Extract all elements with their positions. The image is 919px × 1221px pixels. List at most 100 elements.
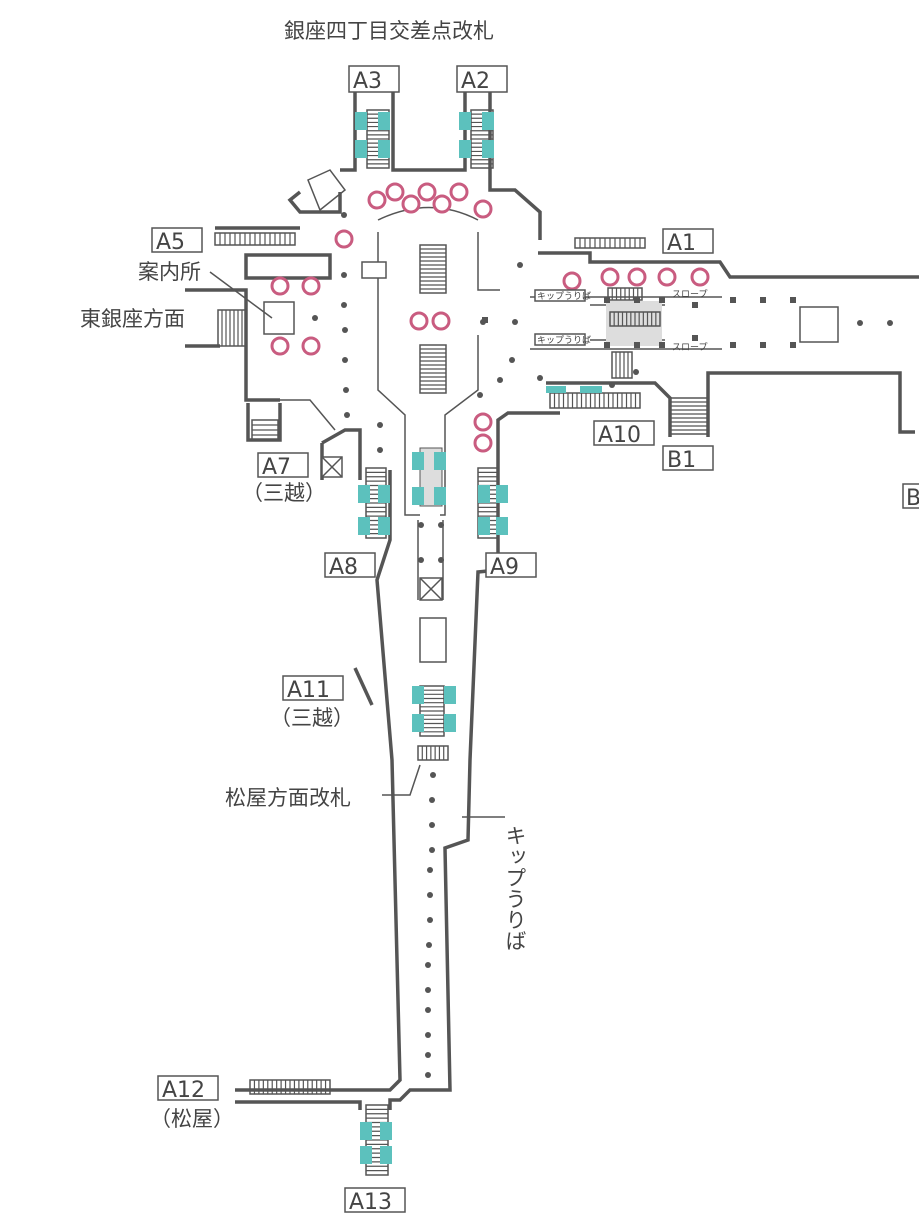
- note-matsuya: （松屋）: [150, 1107, 234, 1131]
- escalator-mark: [434, 487, 446, 505]
- guide-dot: [312, 315, 318, 321]
- svg-text:A10: A10: [598, 423, 641, 448]
- guide-dot: [427, 867, 433, 873]
- escalator-mark: [358, 485, 370, 503]
- guide-dot: [438, 522, 444, 528]
- pillar-square: [692, 302, 698, 308]
- pillar-ring: [417, 182, 437, 202]
- svg-text:A8: A8: [329, 555, 358, 580]
- exit-A5[interactable]: A5: [151, 227, 203, 255]
- guide-dot: [429, 847, 435, 853]
- pillar-ring: [409, 311, 429, 331]
- guide-dot: [517, 262, 523, 268]
- guide-dot: [425, 987, 431, 993]
- pillar-square: [482, 317, 488, 323]
- exit-A12[interactable]: A12: [157, 1075, 219, 1103]
- exit-A3[interactable]: A3: [348, 65, 400, 94]
- pillar-square: [790, 342, 796, 348]
- svg-text:A1: A1: [667, 231, 696, 256]
- pillar-square: [760, 342, 766, 348]
- guide-dot: [429, 822, 435, 828]
- pillar-square: [760, 297, 766, 303]
- info-pointer: [209, 271, 273, 319]
- slope-label-2: スロープ: [672, 342, 707, 353]
- escalator-mark: [378, 485, 390, 503]
- pillar-square: [790, 297, 796, 303]
- exit-A10[interactable]: A10: [593, 420, 655, 448]
- exit-A1[interactable]: A1: [662, 228, 714, 256]
- pillar-ring: [562, 271, 582, 291]
- guide-dot: [497, 377, 503, 383]
- escalator-mark: [412, 686, 424, 704]
- guide-dot: [427, 892, 433, 898]
- escalator-mark: [355, 140, 367, 158]
- escalator-mark: [459, 112, 471, 130]
- exit-A2[interactable]: A2: [456, 65, 508, 94]
- info-booth: [263, 301, 295, 335]
- pillar-ring: [627, 267, 647, 287]
- exit-B-partial[interactable]: B: [902, 483, 919, 511]
- guide-dot: [342, 327, 348, 333]
- escalator-mark: [378, 140, 390, 158]
- pillar-square: [730, 297, 736, 303]
- pillar-ring: [600, 267, 620, 287]
- guide-dot: [425, 1007, 431, 1013]
- escalator-mark: [478, 517, 490, 535]
- map-title: 銀座四丁目交差点改札: [284, 19, 494, 43]
- pillar-box: [419, 617, 447, 663]
- pillar-ring: [657, 267, 677, 287]
- booth: [361, 261, 387, 279]
- escalator-mark: [360, 1146, 372, 1164]
- guide-dot: [343, 387, 349, 393]
- info-label: 案内所: [138, 260, 201, 284]
- guide-dot: [425, 1032, 431, 1038]
- guide-dot: [477, 392, 483, 398]
- guide-dot: [418, 557, 424, 563]
- escalator-mark: [580, 386, 602, 393]
- pillar-ring: [301, 276, 321, 296]
- exit-A8[interactable]: A8: [324, 552, 376, 580]
- pillar-ring: [690, 267, 710, 287]
- svg-text:A12: A12: [162, 1078, 205, 1103]
- pillar-ring: [334, 229, 354, 249]
- exit-B1[interactable]: B1: [662, 445, 714, 473]
- guide-dot: [426, 942, 432, 948]
- pillar-square: [659, 297, 665, 303]
- guide-dot: [377, 447, 383, 453]
- pillar-square: [604, 297, 610, 303]
- guide-dot: [509, 357, 515, 363]
- slope-label-1: スロープ: [672, 289, 707, 300]
- guide-dot: [341, 212, 347, 218]
- pillar-ring: [431, 311, 451, 331]
- note-mitsukoshi-a7: （三越）: [242, 481, 326, 505]
- pillar-box: [799, 306, 839, 343]
- guide-dot: [633, 369, 639, 375]
- exit-A13[interactable]: A13: [344, 1187, 406, 1215]
- svg-text:A2: A2: [461, 69, 490, 94]
- exit-A7[interactable]: A7: [257, 452, 309, 480]
- escalator-mark: [378, 112, 390, 130]
- escalator-mark: [358, 517, 370, 535]
- svg-text:A5: A5: [156, 230, 185, 255]
- pillar-ring: [473, 433, 493, 453]
- pillar-ring: [432, 194, 452, 214]
- escalator-mark: [412, 487, 424, 505]
- pillar-ring: [385, 182, 405, 202]
- guide-dot: [857, 320, 863, 326]
- guide-dot: [418, 522, 424, 528]
- structures: [263, 261, 839, 663]
- escalator-mark: [380, 1122, 392, 1140]
- exit-A9[interactable]: A9: [485, 552, 537, 580]
- escalator-mark: [412, 452, 424, 470]
- pillar-ring: [270, 276, 290, 296]
- svg-text:A11: A11: [287, 678, 330, 703]
- pillar-square: [692, 335, 698, 341]
- pillar-square: [659, 342, 665, 348]
- stairs: [214, 109, 709, 1176]
- stair: [669, 397, 709, 435]
- note-mitsukoshi-a11: （三越）: [270, 706, 354, 730]
- guide-dot: [425, 1072, 431, 1078]
- escalator-mark: [378, 517, 390, 535]
- exit-A11[interactable]: A11: [282, 675, 344, 703]
- ticket-counter-2: キップうりば: [537, 335, 591, 346]
